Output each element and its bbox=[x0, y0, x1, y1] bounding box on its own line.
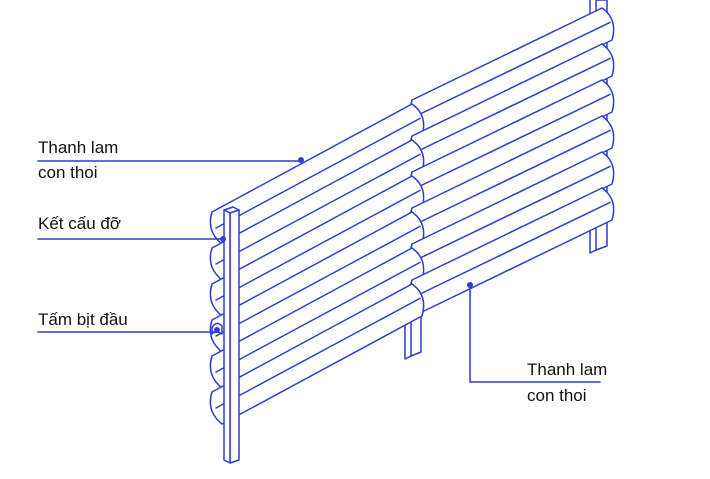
label-slat-left-line1: Thanh lam bbox=[38, 138, 118, 157]
slat-right-bay-3-ridge bbox=[415, 93, 611, 189]
label-slat-left-line2: con thoi bbox=[38, 163, 98, 182]
slat-left-bay-1-ridge bbox=[215, 117, 421, 229]
slat-right-bay-5-ridge bbox=[415, 165, 611, 261]
front-post bbox=[223, 206, 240, 464]
slat-left-bay-3-ridge bbox=[215, 189, 421, 301]
slat-group bbox=[209, 7, 615, 425]
label-slat-right-line1: Thanh lam bbox=[527, 360, 607, 379]
slat-right-bay-1-ridge bbox=[415, 21, 611, 117]
label-end-cap: Tấm bịt đầu bbox=[38, 310, 128, 329]
leader-support bbox=[37, 236, 226, 242]
label-support: Kết cấu đỡ bbox=[38, 214, 121, 233]
slat-left-bay-6-ridge bbox=[215, 297, 421, 409]
slat-left-bay-4-ridge bbox=[215, 225, 421, 337]
leader-slat-left bbox=[37, 157, 304, 163]
slat-left-bay-2-ridge bbox=[215, 153, 421, 265]
slat-right-bay-4-ridge bbox=[415, 129, 611, 225]
slat-right-bay-2-ridge bbox=[415, 57, 611, 153]
label-slat-right-line2: con thoi bbox=[527, 386, 587, 405]
slat-left-bay-5-ridge bbox=[215, 261, 421, 373]
leader-end-cap bbox=[37, 327, 220, 333]
leader-slat-right bbox=[467, 282, 601, 383]
slat-right-bay-6-ridge bbox=[415, 201, 611, 297]
